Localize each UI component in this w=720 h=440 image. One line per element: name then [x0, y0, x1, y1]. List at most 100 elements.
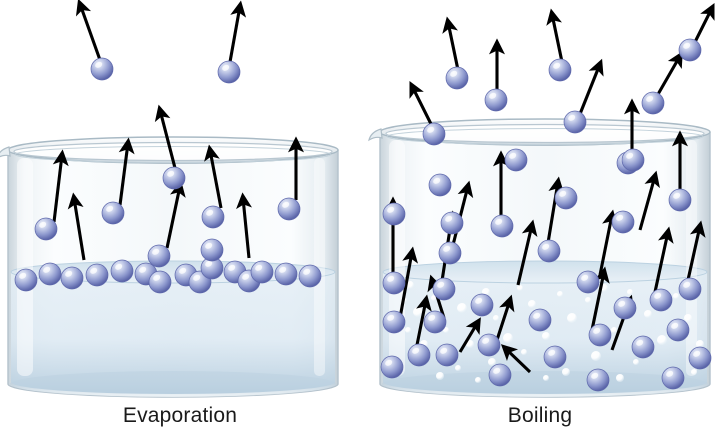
molecule-highlight — [450, 70, 458, 77]
vapor-bubble — [488, 358, 496, 366]
molecule-highlight — [666, 370, 674, 377]
liquid-molecule — [435, 343, 459, 367]
rising-molecule — [200, 238, 224, 262]
vapor-molecule — [537, 239, 561, 263]
vapor-bubble — [466, 340, 474, 348]
molecule-sphere — [407, 343, 431, 367]
water-body — [11, 272, 335, 394]
surface-molecule — [148, 270, 172, 294]
molecule-sphere — [490, 214, 514, 238]
motion-arrow — [398, 246, 419, 319]
liquid-molecule — [432, 277, 456, 301]
liquid-molecule — [488, 363, 512, 387]
molecule-highlight — [152, 248, 160, 255]
molecule-highlight — [139, 266, 147, 273]
vapor-bubble — [633, 359, 639, 365]
boiling-panel — [368, 2, 715, 398]
surface-molecule — [85, 263, 109, 287]
molecule-highlight — [387, 314, 395, 321]
vapor-bubble — [542, 332, 550, 340]
molecule-highlight — [205, 242, 213, 249]
vapor-bubble — [684, 314, 692, 322]
molecule-sphere — [631, 335, 655, 359]
surface-molecule — [60, 266, 84, 290]
escaped-molecule — [445, 66, 469, 90]
molecule-sphere — [217, 60, 241, 84]
vapor-bubble — [673, 293, 679, 299]
molecule-highlight — [387, 275, 395, 282]
liquid-molecule — [382, 271, 406, 295]
vapor-bubble — [611, 327, 617, 333]
motion-arrow — [154, 104, 177, 169]
surface-molecule — [14, 268, 38, 292]
molecule-highlight — [646, 95, 654, 102]
vapor-molecule — [611, 210, 635, 234]
vapor-bubble — [657, 335, 667, 345]
motion-arrow — [638, 170, 660, 231]
molecule-highlight — [542, 243, 550, 250]
surface-molecule — [110, 259, 134, 283]
motion-arrow — [67, 192, 86, 261]
vapor-bubble — [457, 303, 467, 313]
molecule-sphere — [380, 355, 404, 379]
molecule-highlight — [548, 349, 556, 356]
molecule-sphere — [60, 266, 84, 290]
liquid-molecule — [576, 270, 600, 294]
molecule-sphere — [435, 343, 459, 367]
molecule-sphere — [422, 122, 446, 146]
molecule-highlight — [593, 327, 601, 334]
vapor-bubble — [475, 377, 481, 383]
molecule-highlight — [179, 267, 187, 274]
molecule-sphere — [38, 262, 62, 286]
molecule-highlight — [591, 372, 599, 379]
vapor-bubble — [562, 368, 570, 376]
vapor-bubble — [627, 289, 633, 295]
molecule-sphere — [274, 262, 298, 286]
motion-arrow — [236, 192, 253, 259]
molecule-sphere — [649, 288, 673, 312]
molecule-sphere — [611, 210, 635, 234]
molecule-sphere — [678, 277, 702, 301]
vapor-molecule — [438, 241, 462, 265]
vapor-bubble — [443, 327, 449, 333]
molecule-highlight — [303, 268, 311, 275]
molecule-sphere — [563, 110, 587, 134]
molecule-highlight — [90, 267, 98, 274]
arrow-group — [52, 0, 305, 261]
molecule-sphere — [201, 205, 225, 229]
molecule-sphere — [543, 345, 567, 369]
vapor-bubble — [644, 310, 652, 318]
liquid-molecule — [588, 323, 612, 347]
beaker-spout — [368, 128, 383, 142]
molecule-sphere — [298, 264, 322, 288]
molecule-sphere — [14, 268, 38, 292]
vapor-bubble — [616, 374, 624, 382]
surface-molecule — [200, 256, 224, 280]
molecule-sphere — [528, 308, 552, 332]
molecule-highlight — [385, 359, 393, 366]
molecule-highlight — [437, 281, 445, 288]
molecule-highlight — [618, 300, 626, 307]
liquid-molecule — [613, 296, 637, 320]
vapor-molecule — [554, 186, 578, 210]
vapor-bubble — [503, 333, 513, 343]
beaker-rim-inner — [385, 123, 705, 144]
motion-arrow — [75, 0, 102, 61]
liquid-molecule — [407, 343, 431, 367]
motion-arrow — [442, 16, 460, 71]
molecule-group — [14, 57, 322, 294]
molecule-highlight — [167, 170, 175, 177]
liquid-molecule — [543, 345, 567, 369]
escaped-molecule — [484, 88, 508, 112]
molecule-sphere — [576, 270, 600, 294]
molecule-highlight — [683, 281, 691, 288]
motion-arrow — [686, 220, 706, 281]
surface-molecule — [274, 262, 298, 286]
molecule-highlight — [673, 192, 681, 199]
vapor-molecule — [382, 202, 406, 226]
molecule-sphere — [147, 244, 171, 268]
vapor-bubble — [517, 285, 523, 291]
motion-arrow — [692, 2, 715, 45]
